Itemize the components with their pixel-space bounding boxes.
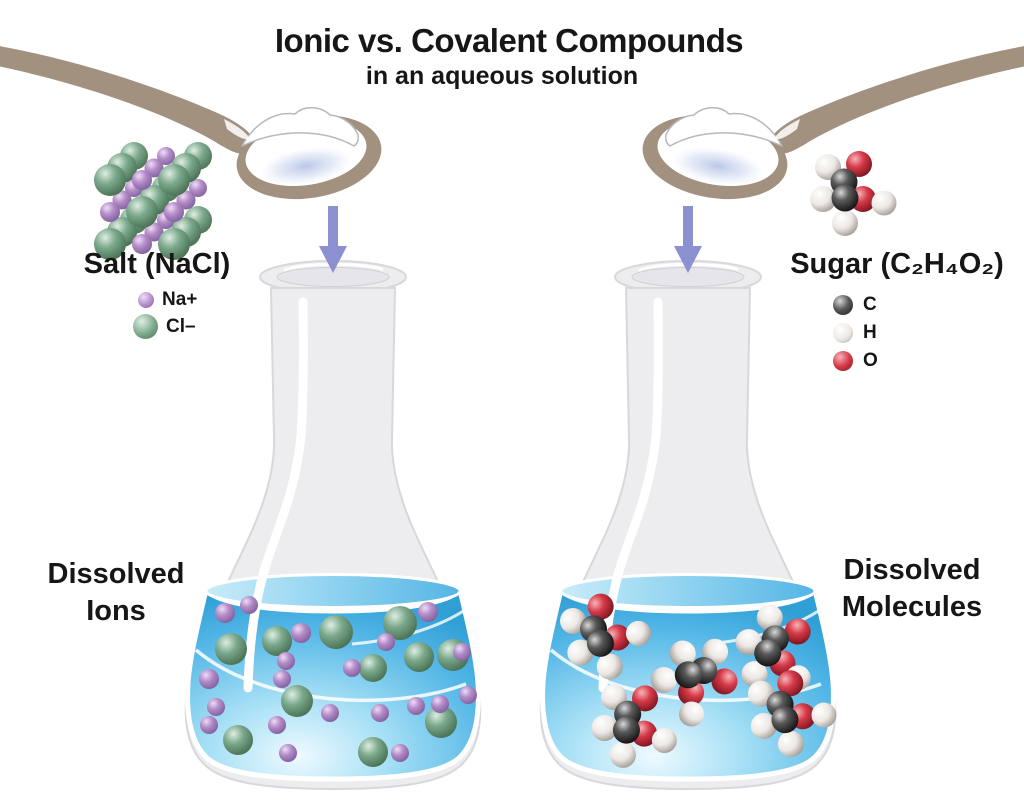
pour-arrow-left — [319, 206, 347, 273]
dissolved-molecules-line1: Dissolved — [843, 554, 981, 586]
oxygen-atom-label: O — [863, 350, 878, 371]
sodium-ion — [371, 704, 389, 722]
chloride-ion — [358, 737, 388, 767]
sodium-ion — [321, 704, 339, 722]
dissolved-ions-line2: Ions — [86, 595, 146, 627]
hydrogen-atom-label: H — [863, 322, 877, 343]
carbon-atom-label: C — [863, 294, 877, 315]
sodium-ion — [273, 670, 291, 688]
chloride-ion — [262, 626, 292, 656]
liquid-surface — [204, 573, 462, 609]
sodium-ion — [391, 744, 409, 762]
spoon-neck-highlight — [224, 119, 250, 140]
dissolved-ions-line1: Dissolved — [47, 558, 185, 590]
diagram-subtitle: in an aqueous solution — [365, 62, 639, 90]
sodium-ion — [240, 596, 258, 614]
liquid-swirl — [194, 648, 467, 703]
oxygen-atom-icon — [833, 351, 853, 371]
diagram-title: Ionic vs. Covalent Compounds — [274, 22, 744, 59]
sodium-ion — [215, 603, 235, 623]
sodium-ion — [418, 602, 438, 622]
sugar-molecule — [810, 151, 897, 236]
sodium-ion — [199, 669, 219, 689]
chloride-ion-icon — [133, 314, 158, 339]
salt-crystal — [94, 142, 212, 260]
sodium-ion — [277, 652, 295, 670]
legend-row-carbon: C — [833, 294, 877, 316]
sodium-ion — [431, 695, 449, 713]
chloride-ion — [215, 633, 247, 665]
chloride-ion — [425, 706, 457, 738]
chloride-ion — [319, 615, 353, 649]
chloride-ion — [404, 642, 434, 672]
chloride-ion-label: Cl– — [166, 315, 196, 337]
sodium-ion — [459, 686, 477, 704]
sodium-ion — [207, 698, 225, 716]
chloride-ion — [359, 654, 387, 682]
sodium-ion — [200, 716, 218, 734]
teaspoon-right — [635, 43, 1024, 210]
spoon-bowl-shade — [262, 147, 350, 185]
legend-row-chloride: Cl– — [133, 314, 196, 339]
sodium-ion — [407, 697, 425, 715]
spoon-handle — [0, 46, 254, 154]
sodium-ion — [377, 633, 395, 651]
legend-row-hydrogen: H — [833, 322, 877, 344]
chloride-ion — [281, 685, 313, 717]
sodium-ion — [268, 716, 286, 734]
legend-row-oxygen: O — [833, 350, 878, 372]
glass-highlight — [243, 297, 308, 693]
chloride-ion — [383, 606, 417, 640]
sodium-ion — [279, 744, 297, 762]
hydrogen-atom-icon — [833, 323, 853, 343]
teaspoon-left — [0, 46, 382, 200]
sodium-ion-label: Na+ — [162, 289, 198, 310]
dissolved-molecules-line2: Molecules — [841, 591, 983, 623]
chloride-ion — [223, 725, 253, 755]
sugar-compound-label: Sugar (C₂H₄O₂) — [790, 248, 1004, 280]
dissolved-molecules-label: Dissolved Molecules — [842, 552, 982, 626]
sodium-ion — [343, 659, 361, 677]
salt-compound-label: Salt (NaCl) — [83, 248, 231, 280]
legend-row-sodium: Na+ — [138, 289, 197, 311]
sodium-ion — [453, 643, 471, 661]
dissolved-ions-label: Dissolved Ions — [48, 556, 185, 630]
sodium-ion — [291, 623, 311, 643]
sodium-ion-icon — [138, 292, 154, 308]
dissolved-ions-group — [199, 596, 477, 767]
powder-heap — [241, 107, 359, 147]
carbon-atom-icon — [833, 295, 853, 315]
pour-arrow-right — [674, 206, 702, 273]
